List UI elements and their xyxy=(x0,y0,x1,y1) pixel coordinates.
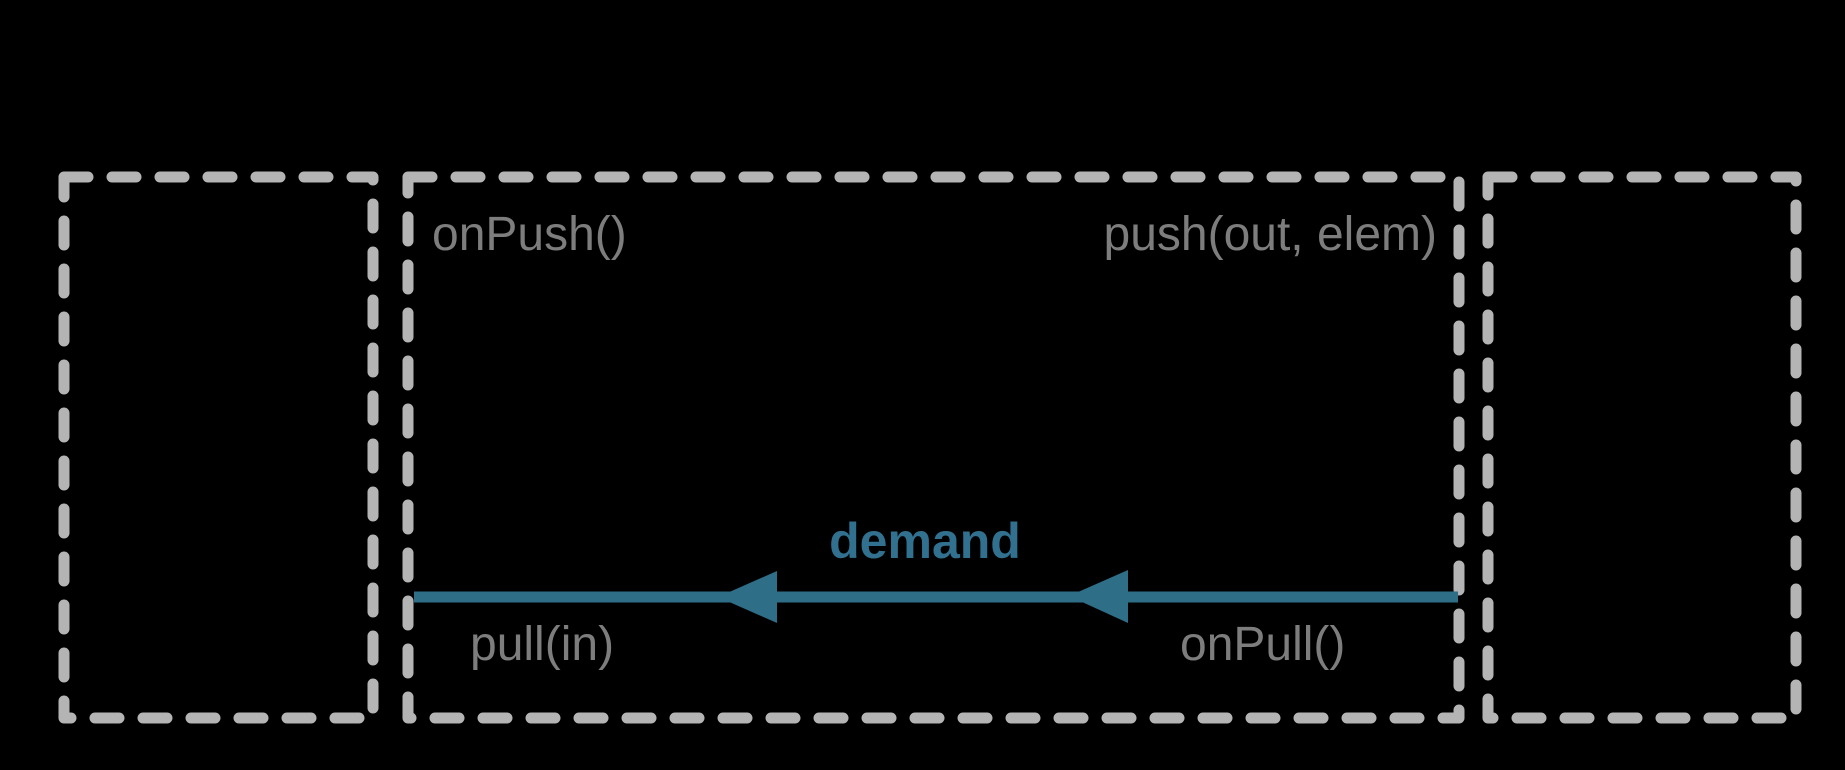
center-dashed-box xyxy=(402,171,1465,724)
left-dashed-box xyxy=(58,171,379,724)
push-out-elem-label: push(out, elem) xyxy=(1104,208,1438,261)
demand-arrowhead-left-icon xyxy=(718,571,777,623)
demand-label: demand xyxy=(829,513,1021,569)
demand-arrowhead-right-icon xyxy=(1069,570,1128,623)
onpull-label: onPull() xyxy=(1180,618,1345,671)
right-dashed-box xyxy=(1482,171,1802,724)
pull-in-label: pull(in) xyxy=(470,618,614,671)
onpush-label: onPush() xyxy=(432,208,627,261)
